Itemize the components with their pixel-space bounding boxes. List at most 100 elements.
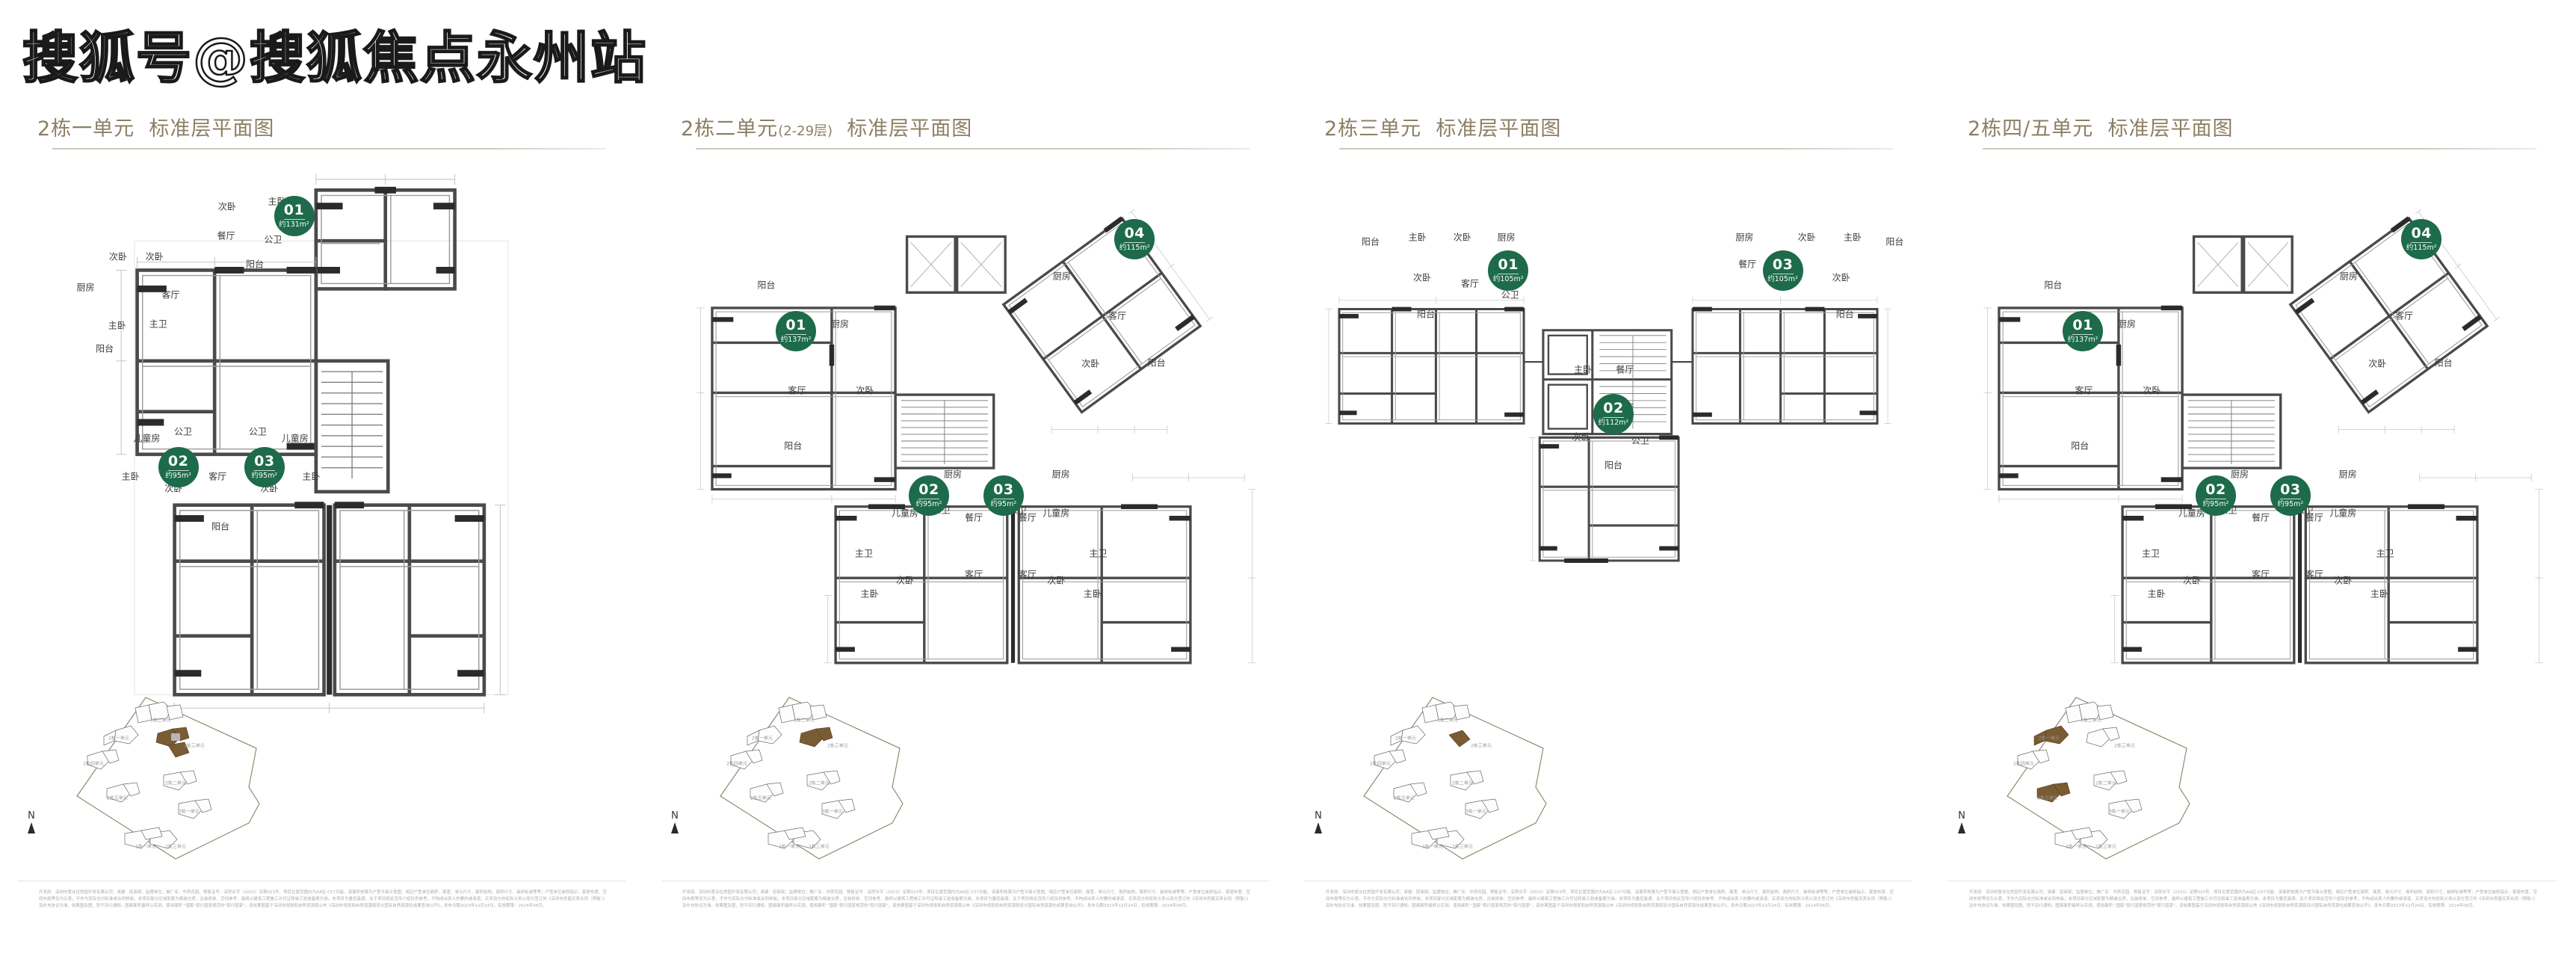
keyplan-building-label: 2栋三单元 xyxy=(1471,743,1492,749)
panel-title-rule xyxy=(696,148,1250,150)
room-label: 厨房 xyxy=(943,469,963,480)
room-label: 儿童房 xyxy=(133,433,161,444)
room-label: 厨房 xyxy=(2339,271,2358,282)
compass-north-label: N xyxy=(1315,810,1322,822)
room-label: 厨房 xyxy=(76,282,95,293)
panel-title-tail: 标准层平面图 xyxy=(149,117,275,141)
panel-title-main: 2栋四/五单元 xyxy=(1968,117,2094,141)
unit-badge-rule xyxy=(1603,417,1625,419)
room-label: 阳台 xyxy=(1885,236,1904,247)
room-label: 餐厅 xyxy=(1738,259,1757,270)
unit-badge-number: 04 xyxy=(2411,224,2432,241)
unit-badge-number: 01 xyxy=(785,316,806,333)
floorplan-drawing-unit-1 xyxy=(22,161,620,721)
room-label: 次卧 xyxy=(2334,575,2353,586)
room-label: 儿童房 xyxy=(2329,508,2357,519)
panel-title: 2栋四/五单元 标准层平面图 xyxy=(1968,112,2544,141)
keyplan-building-label: 1栋二单元 xyxy=(1437,718,1458,724)
unit-badge-number: 02 xyxy=(2205,481,2226,498)
room-label: 客厅 xyxy=(161,289,180,301)
keyplan-building-label: 2栋五单元 xyxy=(107,795,128,801)
room-label: 客厅 xyxy=(2395,310,2414,321)
legal-disclaimer: 开发商：深圳市置业住房园开发有限公司；承建：招商局；监理单位；推广名：中房花园、… xyxy=(39,890,607,908)
unit-badge-area: 约95m² xyxy=(990,500,1017,508)
keyplan-building-label: 2栋四单元 xyxy=(83,761,104,767)
panel-title-block: 2栋三单元 标准层平面图 xyxy=(1324,112,1900,151)
unit-badge[interactable]: 01 约137m² xyxy=(2063,310,2104,351)
room-label: 主卫 xyxy=(149,318,167,330)
floorplan-panel-unit-2: 2栋二单元(2-29层) 标准层平面图 xyxy=(643,0,1287,980)
compass-needle-icon xyxy=(1315,822,1322,833)
unit-badge-rule xyxy=(785,333,807,335)
site-key-plan-svg xyxy=(720,697,904,860)
panel-title-main: 2栋二单元 xyxy=(681,117,779,141)
unit-badge-number: 02 xyxy=(1603,400,1624,417)
unit-badge-number: 01 xyxy=(2072,316,2093,333)
keyplan-building-label: 2栋二单元 xyxy=(1452,780,1473,786)
keyplan-building-label: 2栋三单元 xyxy=(2114,743,2135,749)
site-boundary xyxy=(1363,697,1547,860)
keyplan-building-label: 1栋一单元 xyxy=(2066,844,2087,850)
unit-badge[interactable]: 02 约95m² xyxy=(158,446,199,487)
keyplan-building-label: 3栋一单元 xyxy=(822,809,843,815)
unit-badge-area: 约105m² xyxy=(1767,275,1798,284)
room-label: 餐厅 xyxy=(217,230,235,241)
keyplan-building-label: 2栋一单元 xyxy=(1395,736,1416,742)
legal-disclaimer: 开发商：深圳市置业住房园开发有限公司；承建：招商局；监理单位；推广名：中房花园、… xyxy=(682,890,1250,908)
keyplan-building-label: 3栋一单元 xyxy=(179,809,200,815)
compass-unit-4: N xyxy=(1947,811,1977,833)
unit-badge-number: 02 xyxy=(167,452,189,469)
keyplan-building-label: 2栋五单元 xyxy=(2037,795,2058,801)
unit-badge-area: 约95m² xyxy=(165,471,191,480)
room-label: 儿童房 xyxy=(891,508,919,519)
keyplan-building-label: 1栋二单元 xyxy=(2081,718,2101,724)
unit-badge-area: 约105m² xyxy=(1492,275,1524,284)
room-label: 阳台 xyxy=(1604,460,1623,471)
panel-title: 2栋三单元 标准层平面图 xyxy=(1324,112,1900,141)
floorplan-drawing-unit-4 xyxy=(1953,161,2551,721)
keyplan-building-label: 2栋五单元 xyxy=(1394,795,1415,801)
panel-title-sub: (2-29层) xyxy=(778,123,833,139)
floorplan-svg xyxy=(1983,209,2543,665)
keyplan-building-label: 3栋一单元 xyxy=(2109,809,2130,815)
keyplan-building-label: 1栋三单元 xyxy=(809,844,830,850)
room-label: 厨房 xyxy=(1497,232,1516,243)
room-label: 公卫 xyxy=(1631,435,1649,446)
room-label: 主卧 xyxy=(1083,588,1102,600)
panel-title-main: 2栋三单元 xyxy=(1324,117,1422,141)
legal-disclaimer: 开发商：深圳市置业住房园开发有限公司；承建：招商局；监理单位；推广名：中房花园、… xyxy=(1969,890,2537,908)
site-boundary xyxy=(76,697,260,860)
room-label: 次卧 xyxy=(895,575,915,586)
room-label: 主卫 xyxy=(2376,548,2394,559)
unit-badge-rule xyxy=(167,469,189,471)
unit-badge-number: 01 xyxy=(1498,256,1519,274)
unit-badge-area: 约137m² xyxy=(2067,335,2098,344)
room-label: 厨房 xyxy=(2338,469,2357,480)
unit-badge-number: 01 xyxy=(283,202,305,219)
room-label: 厨房 xyxy=(2230,469,2249,480)
room-label: 次卧 xyxy=(856,385,874,396)
keyplan-building-label: 1栋三单元 xyxy=(2095,844,2116,850)
keyplan-building-label: 1栋一单元 xyxy=(779,844,800,850)
unit-badge-number: 02 xyxy=(918,481,939,498)
room-label: 主卧 xyxy=(1574,364,1593,375)
floorplan-svg xyxy=(1325,297,1891,563)
room-label: 次卧 xyxy=(1413,272,1432,283)
room-label: 次卧 xyxy=(1797,232,1816,243)
room-label: 阳台 xyxy=(784,440,803,452)
